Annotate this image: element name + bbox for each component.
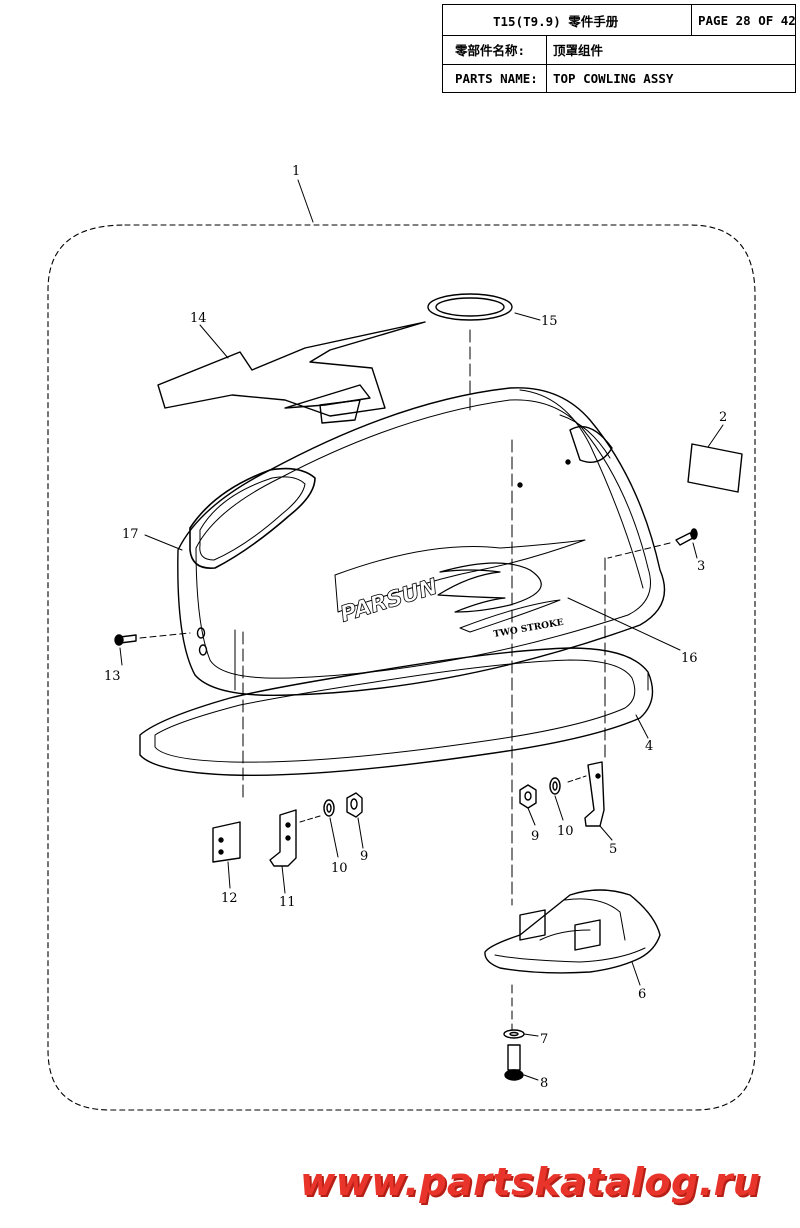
part-12-plate	[212, 821, 241, 863]
callout-2: 2	[719, 410, 727, 425]
callout-17: 17	[122, 527, 139, 542]
parsun-logo: PARSUN	[337, 575, 440, 628]
part-14-decal	[157, 321, 426, 424]
part-3-screw	[675, 528, 698, 546]
parts-name-cn-label: 零部件名称:	[455, 43, 526, 58]
callout-10-right: 10	[557, 824, 574, 839]
guide-line-3	[607, 542, 671, 559]
guide-line-11	[299, 815, 321, 823]
parts-name-row: PARTS NAME: TOP COWLING ASSY	[443, 64, 795, 92]
title-row: T15(T9.9) 零件手册 PAGE 28 OF 42	[443, 5, 796, 36]
manual-title: T15(T9.9) 零件手册	[493, 13, 619, 29]
guide-line-13	[139, 632, 191, 639]
callout-3: 3	[697, 559, 705, 574]
part-13-screw	[114, 634, 137, 646]
callout-14: 14	[190, 311, 207, 326]
parts-name-cn-value: 顶罩组件	[553, 43, 604, 58]
part-6-bracket	[484, 889, 661, 974]
callout-1: 1	[292, 164, 300, 179]
cn-row-divider	[546, 35, 547, 64]
part-8-bolt	[504, 1044, 524, 1081]
part-9-nut-right	[519, 784, 537, 809]
part-2-label-plate	[687, 443, 743, 493]
callout-numbers: 1 2 3 4 5 6 7 8 9 9 10 10 11 12 13 14 15…	[104, 164, 727, 1091]
assembly-boundary	[47, 224, 756, 1111]
callout-5: 5	[609, 842, 617, 857]
part-4-gasket	[139, 647, 654, 777]
callout-11: 11	[279, 895, 296, 910]
leader-lines	[119, 179, 724, 1081]
callout-8: 8	[540, 1076, 548, 1091]
title-block: T15(T9.9) 零件手册 PAGE 28 OF 42 零部件名称: 顶罩组件…	[442, 4, 796, 93]
part-10-washer-right	[549, 777, 561, 795]
title-divider	[691, 5, 692, 35]
callout-10-left: 10	[331, 861, 348, 876]
part-9-nut-left	[346, 792, 363, 818]
part-7-washer	[503, 1029, 525, 1039]
part-11-hook	[269, 809, 297, 867]
part-15-cap-ring	[427, 293, 513, 321]
parts-name-cn-row: 零部件名称: 顶罩组件	[443, 35, 795, 65]
callout-9-right: 9	[531, 829, 539, 844]
part-10-washer-left	[323, 799, 335, 817]
callout-7: 7	[540, 1032, 548, 1047]
part-17-top-cowling	[177, 387, 666, 697]
callout-12: 12	[221, 891, 238, 906]
part-5-hook	[584, 761, 605, 827]
callout-16: 16	[681, 651, 698, 666]
watermark-url: www.partskatalog.ru	[300, 1160, 761, 1204]
parts-name-label: PARTS NAME:	[455, 70, 538, 86]
guide-line-5b	[567, 775, 587, 783]
callout-9-left: 9	[360, 849, 368, 864]
parts-name-value: TOP COWLING ASSY	[553, 70, 674, 86]
callout-13: 13	[104, 669, 121, 684]
part-16-stripe-decal	[334, 539, 586, 633]
en-row-divider	[546, 64, 547, 92]
callout-6: 6	[638, 987, 646, 1002]
page-indicator: PAGE 28 OF 42	[698, 12, 796, 28]
callout-15: 15	[541, 314, 558, 329]
callout-4: 4	[645, 739, 653, 754]
